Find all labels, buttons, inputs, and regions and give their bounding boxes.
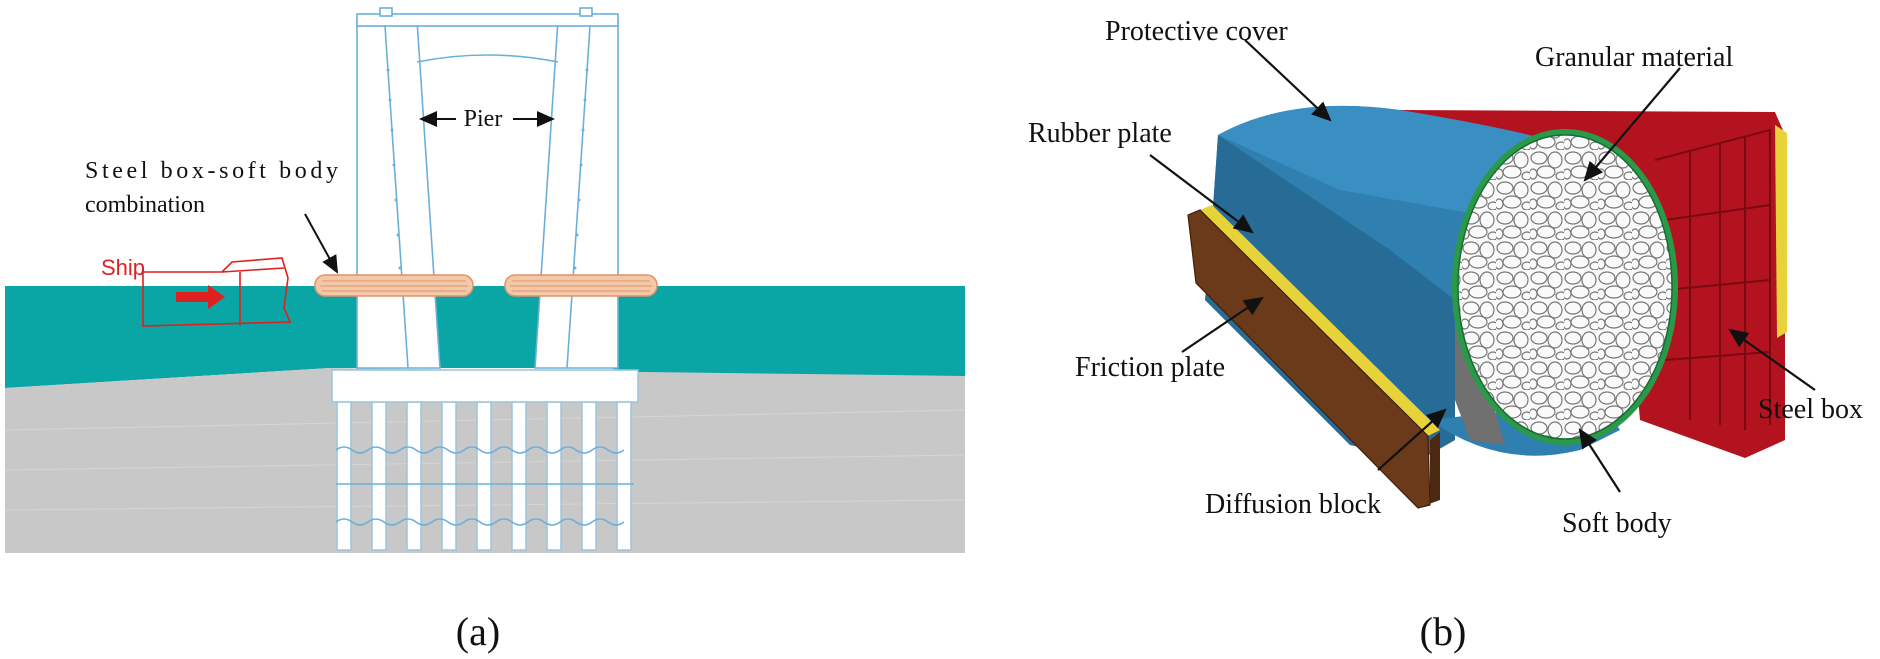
rubber-plate-leader [1149,154,1254,234]
steel-box-ribs [1654,128,1771,430]
ship-direction-arrow [176,285,225,309]
soft-body-label: Soft body [1562,508,1672,539]
pier-dots [386,68,589,270]
steel-box-label: Steel box [1758,394,1863,425]
rubber-plate [1200,205,1440,436]
friction-plate-side [1418,432,1440,508]
diffusion-block-leader [1377,408,1447,471]
combination-label-line1: Steel box-soft body [85,158,338,184]
pier-label: Pier [464,106,503,132]
granular-material [1458,135,1672,439]
protective-cover-label: Protective cover [1105,16,1288,47]
granular-material-outline [1457,134,1673,440]
steel-box [1400,110,1785,458]
pile-group [336,401,632,551]
panel-b: Protective cover Granular material Rubbe… [1028,16,1863,654]
caption-a: (a) [456,609,500,654]
pile-connections [335,446,634,526]
combination-leader [304,213,338,274]
pile-cap [331,369,639,403]
panel-a: Pier Steel box-soft body combination Shi… [4,7,966,654]
combination-label-line2: combination [85,192,205,218]
steel-box-leader [1728,328,1816,391]
soft-body-leader [1578,428,1621,493]
protective-cover-leader [1244,39,1332,122]
friction-plate-label: Friction plate [1075,352,1225,383]
diffusion-block-label: Diffusion block [1205,489,1381,520]
fender-right [504,274,658,297]
caption-b: (b) [1420,609,1467,654]
granular-material-leader [1583,67,1681,182]
fender-left [314,274,474,297]
friction-plate-leader [1181,296,1264,353]
water-region [5,286,965,388]
protective-cover-shade [1205,135,1455,460]
steel-box-rubber-edge [1775,125,1787,338]
rubber-plate-label: Rubber plate [1028,118,1172,149]
granular-material-label: Granular material [1535,42,1733,73]
ship-label: Ship [101,255,145,280]
ship-outline [142,257,292,327]
friction-plate [1188,210,1430,508]
